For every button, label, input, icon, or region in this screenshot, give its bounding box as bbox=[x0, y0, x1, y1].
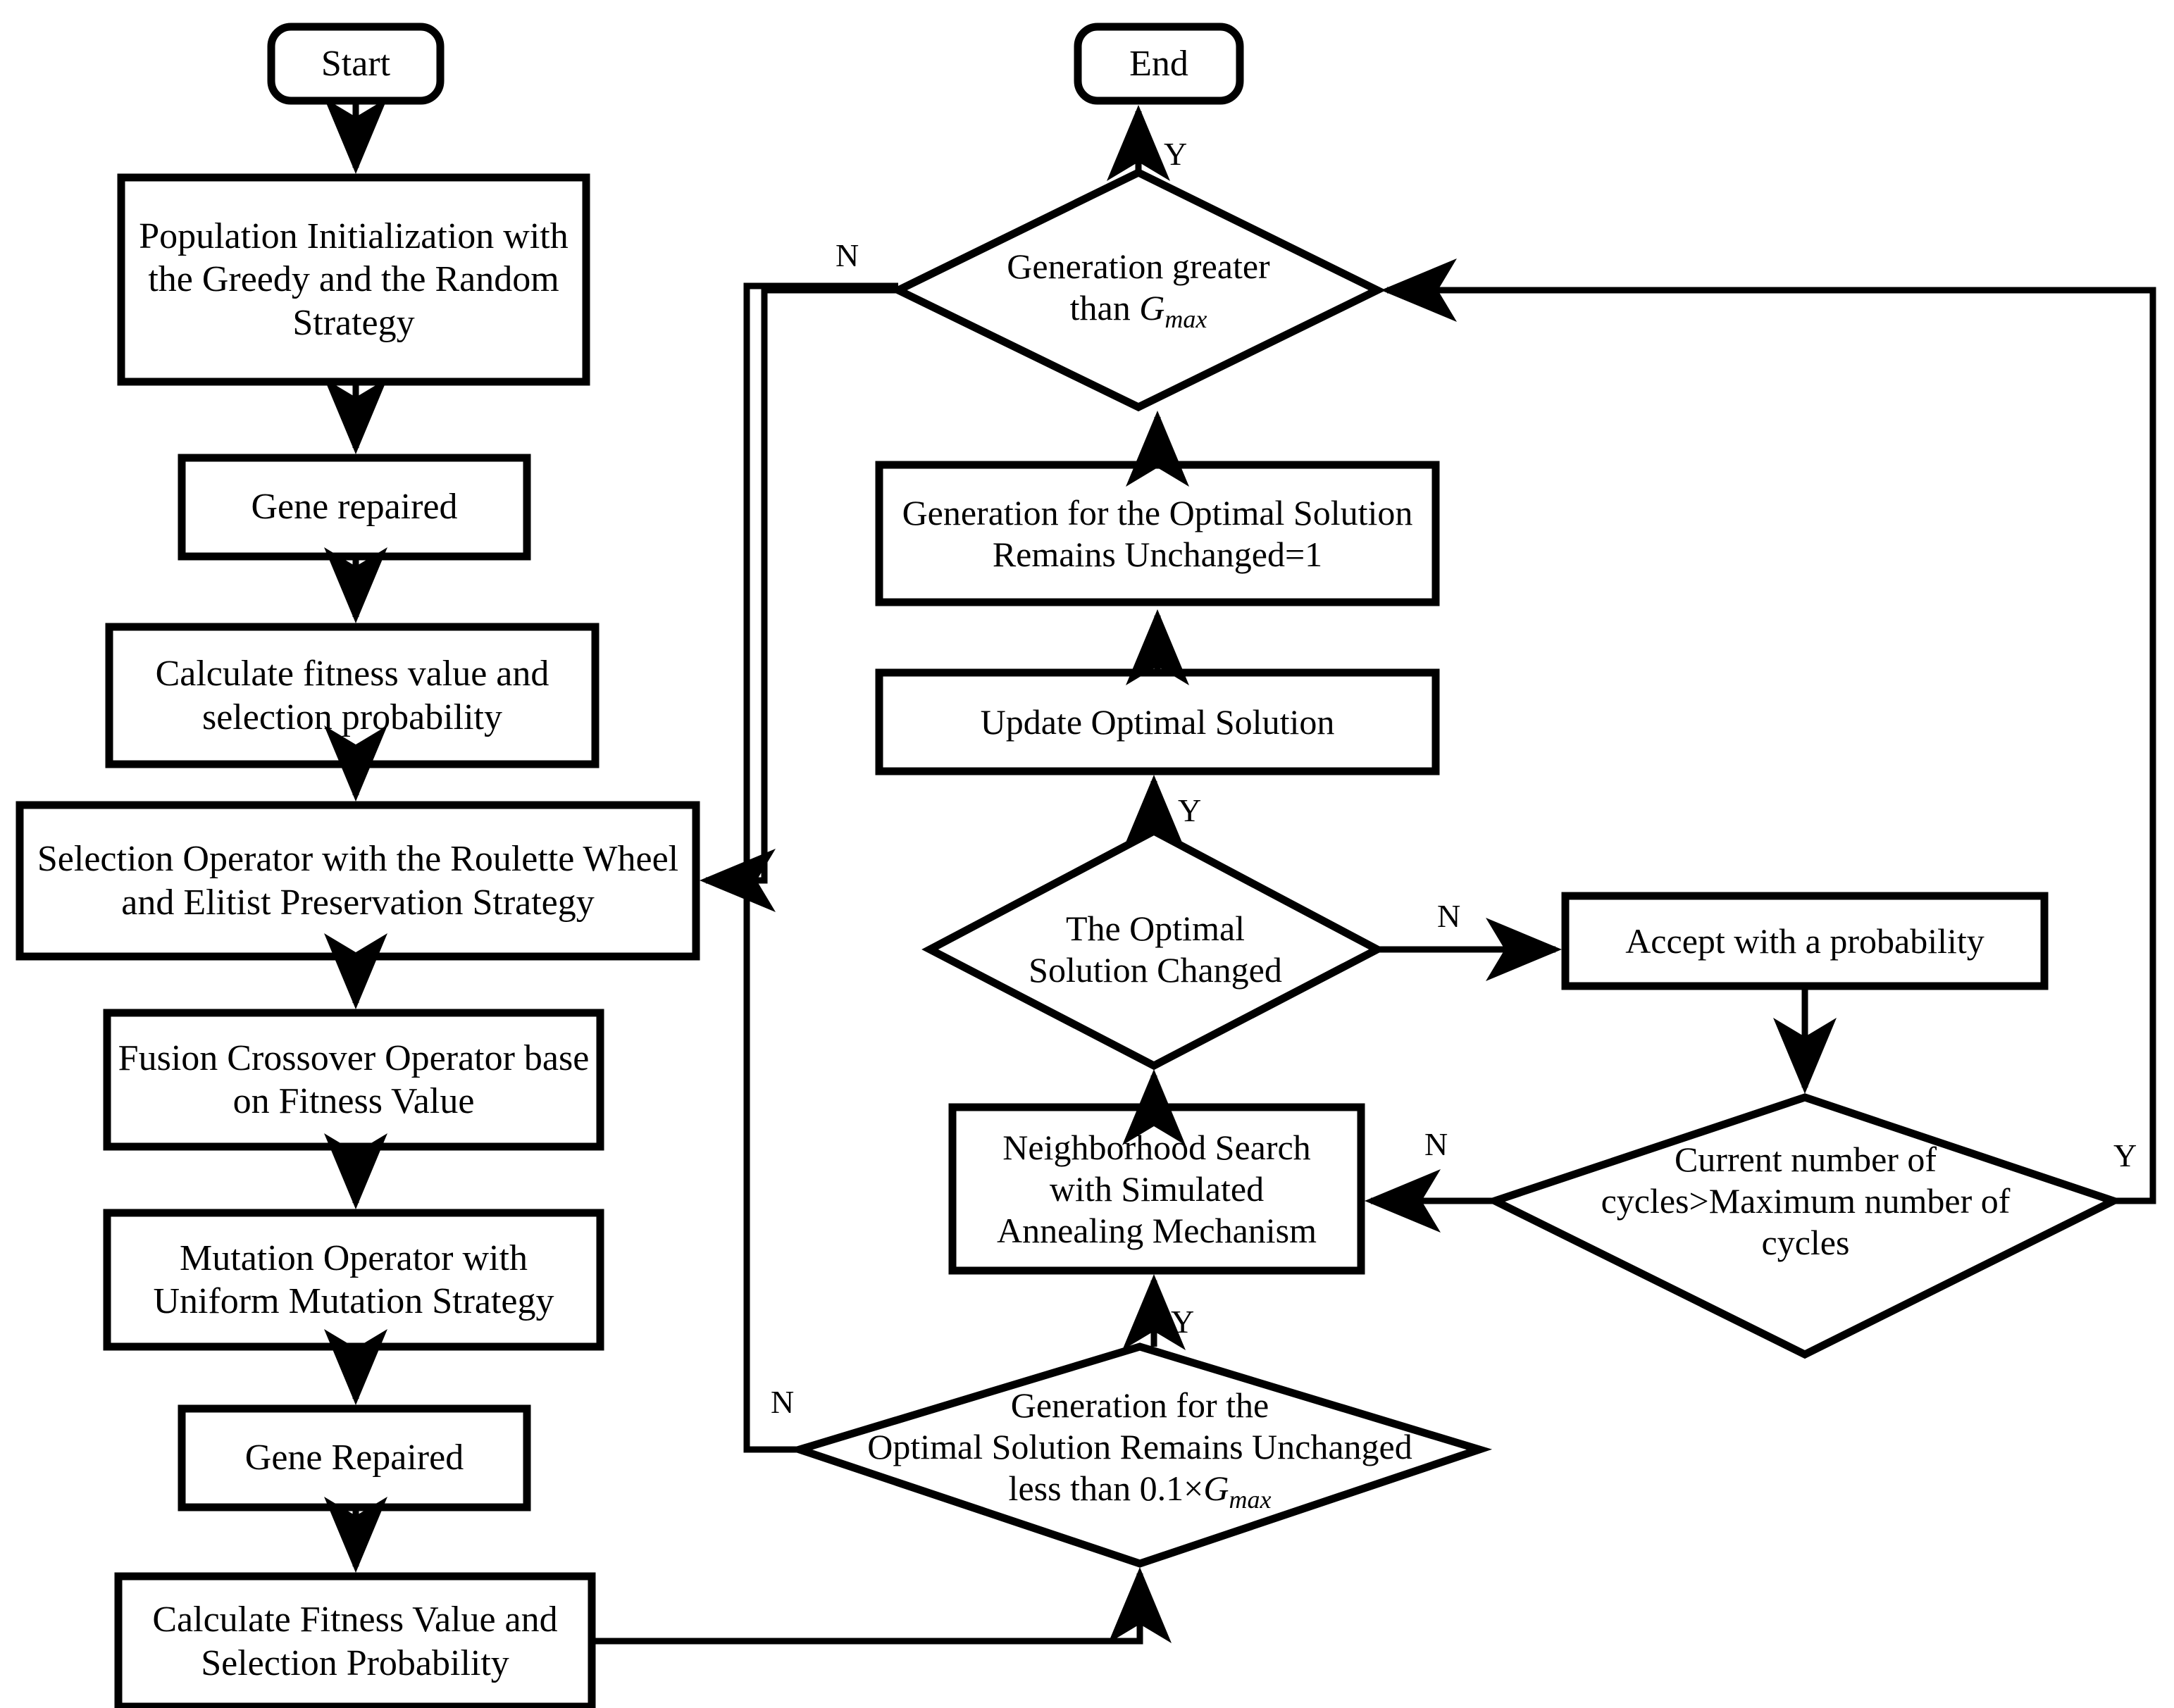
edge-cycles-yes-to-gmax bbox=[1381, 258, 2156, 1204]
shape-neighborhood-search[interactable] bbox=[948, 1103, 1365, 1275]
shape-start[interactable] bbox=[267, 23, 445, 105]
edge-gmax-no-to-selection bbox=[700, 287, 898, 912]
shape-cycles-check[interactable] bbox=[1484, 1093, 2124, 1359]
shape-accept-probability[interactable] bbox=[1561, 892, 2049, 990]
shape-end[interactable] bbox=[1074, 23, 1244, 105]
edge-label-gmax-yes: Y bbox=[1164, 136, 1188, 172]
shape-calc-fitness-1[interactable] bbox=[105, 623, 600, 768]
shape-optimal-changed[interactable] bbox=[921, 826, 1386, 1071]
shape-generation-unchanged-set[interactable] bbox=[875, 461, 1440, 606]
shape-gene-repaired-2[interactable] bbox=[178, 1404, 531, 1511]
edge-label-cycles-no: N bbox=[1424, 1126, 1448, 1162]
edge-label-optimal-changed-yes: Y bbox=[1178, 792, 1202, 828]
edge-label-unchanged-no: N bbox=[771, 1384, 795, 1420]
edge-unchangedthreshold-no-to-rail bbox=[743, 282, 898, 1453]
shape-mutation-operator[interactable] bbox=[103, 1209, 604, 1351]
edge-label-optimal-changed-no: N bbox=[1437, 898, 1461, 934]
shape-generation-gmax[interactable] bbox=[889, 168, 1386, 412]
edge-label-cycles-yes: Y bbox=[2113, 1137, 2137, 1173]
edge-label-unchanged-yes: Y bbox=[1171, 1304, 1195, 1340]
shape-selection-operator[interactable] bbox=[15, 801, 700, 961]
shape-unchanged-threshold[interactable] bbox=[786, 1342, 1493, 1568]
edge-calc2-to-unchanged-threshold bbox=[592, 1567, 1172, 1645]
shape-update-optimal[interactable] bbox=[875, 668, 1440, 775]
shape-population-init[interactable] bbox=[117, 173, 590, 386]
shape-calc-fitness-2[interactable] bbox=[114, 1572, 596, 1708]
shape-crossover-operator[interactable] bbox=[103, 1009, 604, 1151]
edge-label-gmax-no: N bbox=[836, 237, 859, 273]
shape-gene-repaired-1[interactable] bbox=[178, 454, 531, 561]
